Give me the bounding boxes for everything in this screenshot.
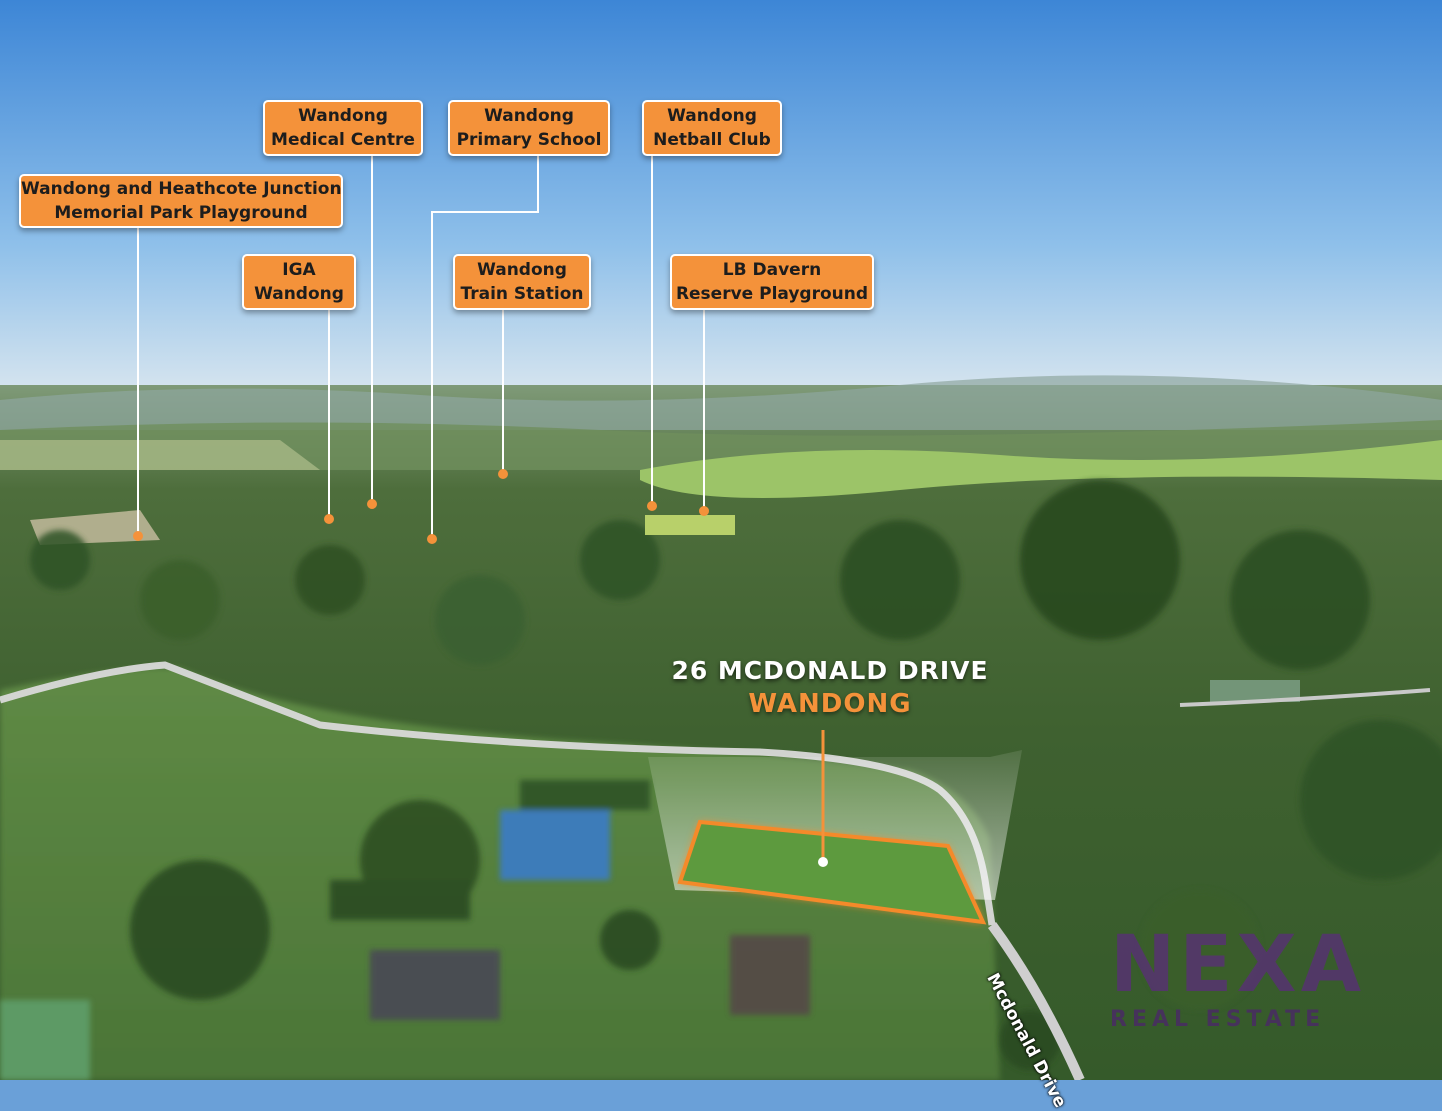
property-street: 26 MCDONALD DRIVE xyxy=(671,656,989,685)
property-address: 26 MCDONALD DRIVE WANDONG xyxy=(640,656,1020,719)
logo-wordmark: NEXA xyxy=(1110,920,1366,1010)
label-train-station: Wandong Train Station xyxy=(453,254,591,310)
aerial-photo xyxy=(0,0,1442,1080)
logo-subtitle: REAL ESTATE xyxy=(1110,1007,1326,1032)
label-primary-school: Wandong Primary School xyxy=(448,100,610,156)
label-netball-club: Wandong Netball Club xyxy=(642,100,782,156)
nexa-logo: NEXA REAL ESTATE xyxy=(1110,925,1380,1040)
label-lb-davern-reserve: LB Davern Reserve Playground xyxy=(670,254,874,310)
property-suburb: WANDONG xyxy=(748,689,912,719)
label-memorial-park-playground: Wandong and Heathcote Junction Memorial … xyxy=(19,174,343,228)
label-medical-centre: Wandong Medical Centre xyxy=(263,100,423,156)
label-iga: IGA Wandong xyxy=(242,254,356,310)
